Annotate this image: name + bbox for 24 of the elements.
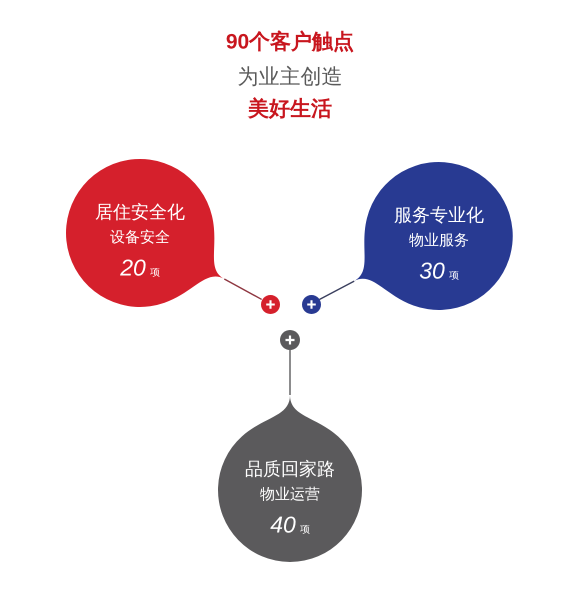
connector-line bbox=[224, 278, 262, 300]
count-number: 30 bbox=[419, 259, 445, 282]
bubble-subtitle: 设备安全 bbox=[110, 228, 170, 247]
tagline: 美好生活 bbox=[248, 96, 332, 122]
unit-label: 项 bbox=[150, 268, 160, 278]
bubble-subtitle: 物业运营 bbox=[260, 486, 320, 504]
plus-icon bbox=[260, 294, 280, 314]
connector-line bbox=[289, 350, 291, 395]
subheading: 为业主创造 bbox=[238, 64, 342, 90]
bubble-heading: 居住安全化 bbox=[94, 202, 185, 224]
bubble-heading: 品质回家路 bbox=[245, 459, 335, 481]
drop-bubble bbox=[66, 158, 224, 307]
count-number: 40 bbox=[270, 514, 296, 536]
drop-bubble bbox=[218, 395, 362, 562]
connector-line bbox=[319, 280, 355, 300]
plus-icon bbox=[280, 330, 300, 350]
unit-label: 项 bbox=[300, 526, 310, 536]
bubble-subtitle: 物业服务 bbox=[408, 232, 469, 250]
title: 90个客户触点 bbox=[226, 29, 354, 55]
bubble-heading: 服务专业化 bbox=[394, 205, 484, 227]
unit-label: 项 bbox=[448, 271, 459, 282]
drop-bubble bbox=[354, 162, 513, 310]
plus-icon bbox=[302, 294, 320, 314]
count-number: 20 bbox=[120, 256, 146, 280]
